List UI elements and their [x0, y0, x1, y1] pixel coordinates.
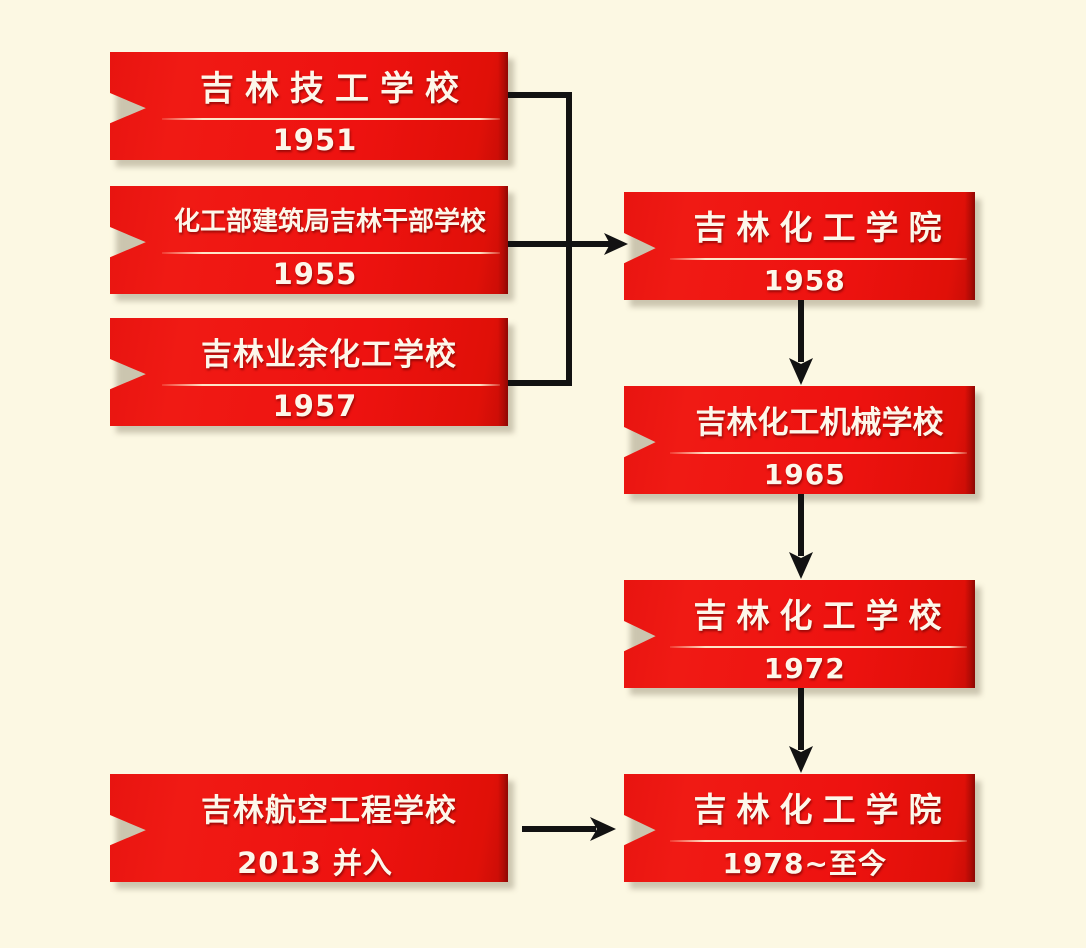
banner-divider: [161, 118, 500, 120]
node-title: 化工部建筑局吉林干部学校: [173, 206, 486, 237]
banner-divider: [161, 384, 500, 386]
banner-divider: [161, 252, 500, 254]
arrow-1958-to-1965: [789, 300, 813, 385]
node-year: 1978~至今: [722, 847, 887, 880]
banner-divider: [669, 258, 967, 260]
banner-body: 吉林化工学校 1972: [624, 580, 975, 688]
node-jilin-institute-chemical-technology-1958[interactable]: 吉林化工学院 1958: [624, 192, 981, 307]
banner-divider: [669, 452, 967, 454]
node-year: 1951: [272, 123, 358, 157]
node-title: 吉林化工机械学校: [695, 404, 944, 441]
node-chemical-ministry-construction-jilin-cadre-school-1955[interactable]: 化工部建筑局吉林干部学校 1955: [110, 186, 514, 301]
node-title: 吉林化工学院: [693, 790, 952, 829]
node-title: 吉林化工学校: [693, 596, 952, 635]
node-title: 吉林化工学院: [693, 208, 952, 247]
banner-body: 吉林化工学院 1978~至今: [624, 774, 975, 882]
node-jilin-technical-school-1951[interactable]: 吉林技工学校 1951: [110, 52, 514, 167]
banner-divider: [669, 840, 967, 842]
banner-body: 化工部建筑局吉林干部学校 1955: [110, 186, 508, 294]
node-jilin-chemical-machinery-school-1965[interactable]: 吉林化工机械学校 1965: [624, 386, 981, 501]
banner-divider: [669, 646, 967, 648]
node-jilin-aviation-engineering-school-2013[interactable]: 吉林航空工程学校 2013 并入: [110, 774, 514, 889]
node-title: 吉林业余化工学校: [201, 336, 457, 373]
bracket-branch-line-1957: [508, 380, 572, 386]
bracket-branch-line-1951: [508, 92, 572, 98]
node-year: 1957: [272, 389, 358, 423]
node-jilin-institute-chemical-technology-1978-present[interactable]: 吉林化工学院 1978~至今: [624, 774, 981, 889]
banner-body: 吉林技工学校 1951: [110, 52, 508, 160]
node-jilin-spare-time-chemical-school-1957[interactable]: 吉林业余化工学校 1957: [110, 318, 514, 433]
node-title: 吉林技工学校: [200, 68, 470, 109]
node-year: 2013 并入: [237, 846, 393, 880]
arrow-1965-to-1972: [789, 494, 813, 579]
banner-body: 吉林化工机械学校 1965: [624, 386, 975, 494]
node-year: 1955: [272, 257, 358, 291]
node-year: 1972: [763, 651, 846, 685]
banner-body: 吉林化工学院 1958: [624, 192, 975, 300]
arrow-1972-to-1978: [789, 688, 813, 773]
node-year: 1965: [763, 457, 846, 491]
bracket-branch-line-1955: [508, 241, 572, 247]
banner-body: 吉林业余化工学校 1957: [110, 318, 508, 426]
node-year: 1958: [763, 263, 846, 297]
banner-body: 吉林航空工程学校 2013 并入: [110, 774, 508, 882]
node-title: 吉林航空工程学校: [201, 792, 457, 829]
bracket-spine: [566, 92, 572, 386]
node-jilin-chemical-school-1972[interactable]: 吉林化工学校 1972: [624, 580, 981, 695]
arrow-2013-merge-into-1978: [522, 817, 616, 841]
arrow-merge-to-1958: [566, 233, 628, 255]
